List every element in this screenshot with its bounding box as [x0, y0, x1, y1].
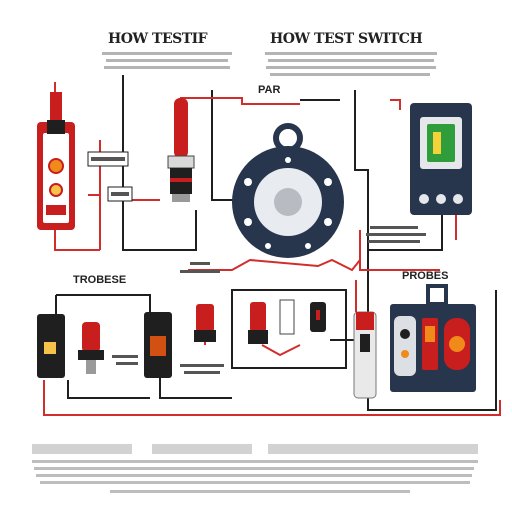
fuse-holder-probe [37, 92, 75, 230]
right-mid-label: PROBES [402, 270, 448, 282]
right-title-caption-lines [265, 52, 437, 76]
meter-caption-lines [366, 226, 426, 243]
bottom-caption-lines [32, 460, 478, 493]
small-label-tag [87, 151, 133, 202]
white-probe [353, 311, 377, 399]
center-caption-lines [180, 262, 220, 273]
rocker-switch-icon [390, 284, 476, 392]
bottom-caption [32, 444, 478, 454]
left-title: HOW TESTIF [108, 31, 208, 47]
multimeter-icon [410, 103, 472, 215]
starter-gear-icon [232, 123, 344, 258]
fuse-caption-lines [112, 355, 224, 374]
right-title: HOW TEST SWITCH [270, 31, 422, 47]
relay-box-right [144, 312, 172, 378]
fuse-red-small [78, 322, 104, 374]
red-probe-top [167, 98, 195, 202]
left-title-caption-lines [102, 52, 232, 69]
top-mid-label: PAR [258, 84, 280, 96]
left-mid-label: TROBESE [73, 274, 126, 286]
fuse-rack [194, 289, 347, 369]
relay-box-left [37, 314, 65, 378]
